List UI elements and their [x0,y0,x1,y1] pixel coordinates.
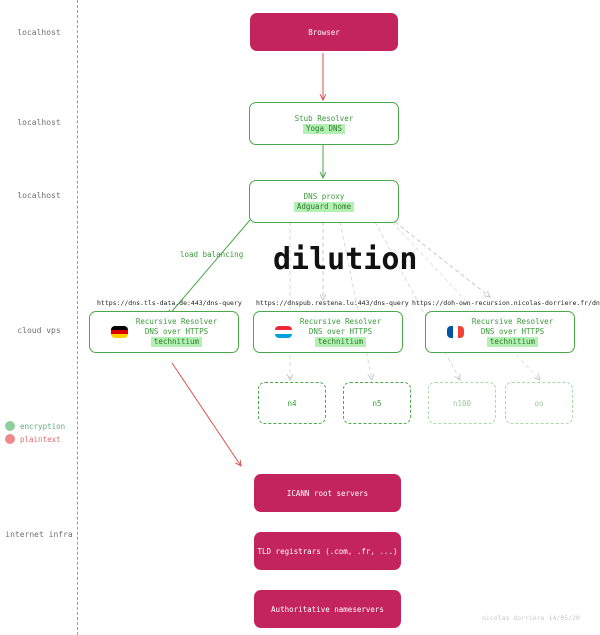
extra-node-oo[interactable]: oo [505,382,573,424]
resolver-lu-tag: technitium [314,337,367,347]
germany-flag-icon [110,326,128,338]
layer-label-localhost: localhost [17,118,61,127]
resolver-fr-line1: Recursive Resolver [471,317,554,326]
stub-resolver-tag: Yoga DNS [302,123,346,134]
dns-proxy-node[interactable]: DNS proxy Adguard home [249,180,399,223]
layer-divider [77,0,78,635]
resolver-de-node[interactable]: Recursive Resolver DNS over HTTPS techni… [89,311,239,353]
stub-resolver-node[interactable]: Stub Resolver Yoga DNS [249,102,399,145]
resolver-lu-line1: Recursive Resolver [299,317,382,326]
arrow-proxy-oo [391,221,540,380]
dns-proxy-tag: Adguard home [293,201,355,212]
arrow-proxy-n5 [339,221,372,380]
layer-label-infra: internet infra [5,530,73,539]
legend-plaintext: plaintext [5,434,61,444]
resolver-fr-line2: DNS over HTTPS [480,327,545,336]
arrow-proxy-n100 [374,221,460,380]
france-flag-icon [446,326,464,338]
layer-label-cloud: cloud vps [17,326,61,335]
load-balancing-label: load balancing [180,250,244,259]
url-de: https://dns.tls-data.de:443/dns-query [97,299,242,307]
resolver-lu-node[interactable]: Recursive Resolver DNS over HTTPS techni… [253,311,403,353]
arrow-proxy-fr [394,221,490,297]
layer-label-localhost: localhost [17,191,61,200]
encryption-dot-icon [5,421,15,431]
layer-label-localhost: localhost [17,28,61,37]
browser-node[interactable]: Browser [250,13,398,51]
dilution-watermark: dilution [273,242,418,277]
resolver-fr-tag: technitium [486,337,539,347]
signature: nicolas dorriere 14/05/20 [482,614,580,622]
legend-encryption: encryption [5,421,65,431]
stub-resolver-title: Stub Resolver [294,113,354,123]
arrow-proxy-de [168,219,251,316]
plaintext-dot-icon [5,434,15,444]
resolver-de-line1: Recursive Resolver [135,317,218,326]
legend-encryption-label: encryption [20,421,66,431]
resolver-fr-node[interactable]: Recursive Resolver DNS over HTTPS techni… [425,311,575,353]
url-fr: https://doh-own-recursion.nicolas-dorrie… [412,299,600,307]
resolver-de-line2: DNS over HTTPS [144,327,209,336]
extra-node-n100[interactable]: n100 [428,382,496,424]
arrow-de-icann [171,362,241,466]
dns-proxy-title: DNS proxy [303,191,345,201]
authoritative-ns-node[interactable]: Authoritative nameservers [254,590,401,628]
luxembourg-flag-icon [274,326,292,338]
resolver-de-tag: technitium [150,337,203,347]
extra-node-n5[interactable]: n5 [343,382,411,424]
extra-node-n4[interactable]: n4 [258,382,326,424]
legend-plaintext-label: plaintext [20,434,61,444]
resolver-lu-line2: DNS over HTTPS [308,327,373,336]
tld-registrars-node[interactable]: TLD registrars (.com, .fr, ...) [254,532,401,570]
url-lu: https://dnspub.restena.lu:443/dns-query [256,299,409,307]
icann-root-node[interactable]: ICANN root servers [254,474,401,512]
